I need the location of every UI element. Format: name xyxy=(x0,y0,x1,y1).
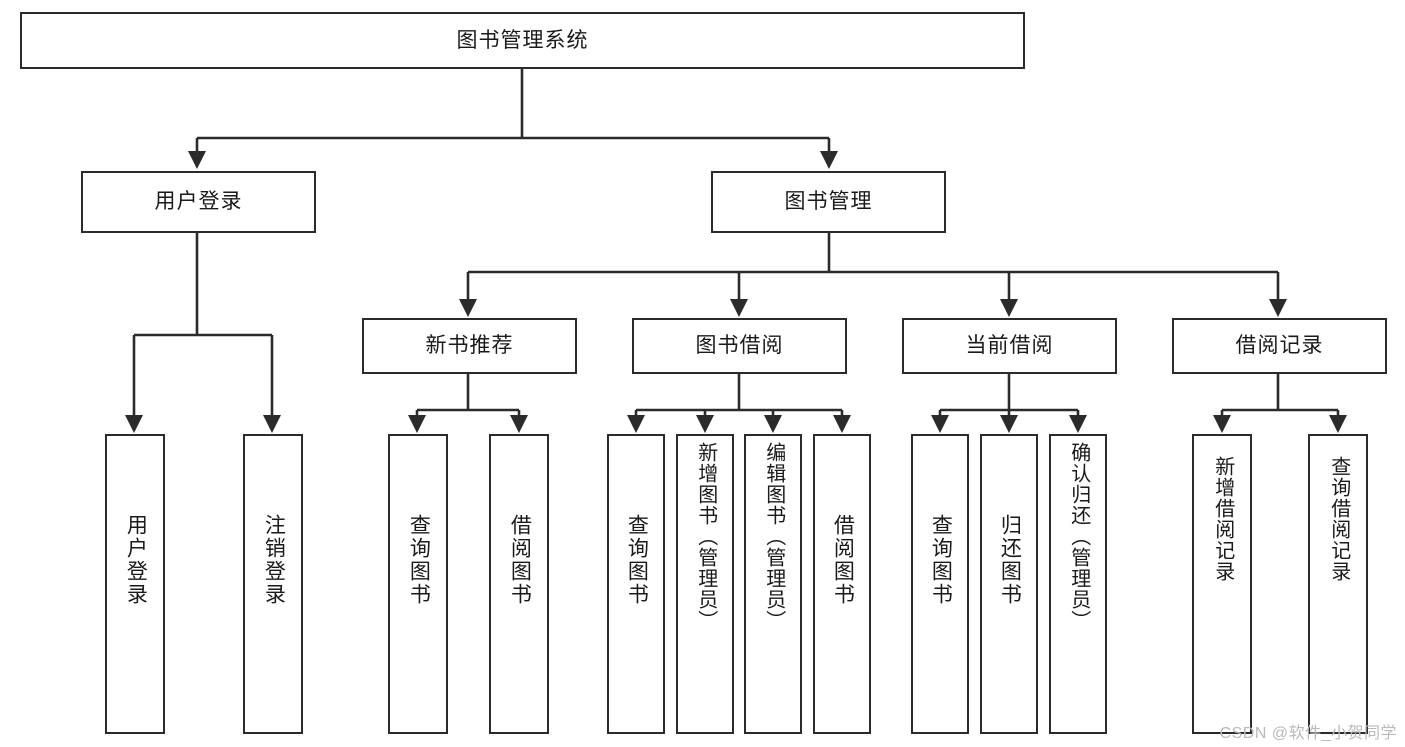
node-borrow-record-label: 借阅记录 xyxy=(1235,334,1324,358)
node-new-book-recommend[interactable]: 新书推荐 xyxy=(362,318,577,374)
node-book-manage[interactable]: 图书管理 xyxy=(711,171,946,233)
node-leaf-add-record[interactable]: 新增借阅记录 xyxy=(1192,434,1252,734)
node-leaf-return-book[interactable]: 归还图书 xyxy=(980,434,1038,734)
node-leaf-add-book-label: 新增图书（管理员） xyxy=(694,442,717,631)
node-leaf-confirm-return-label: 确认归还（管理员） xyxy=(1067,442,1090,631)
node-leaf-add-book[interactable]: 新增图书（管理员） xyxy=(676,434,734,734)
node-new-book-recommend-label: 新书推荐 xyxy=(425,334,514,358)
node-leaf-borrow-book-2[interactable]: 借阅图书 xyxy=(813,434,871,734)
node-current-borrow[interactable]: 当前借阅 xyxy=(902,318,1117,374)
node-book-borrow-label: 图书借阅 xyxy=(695,334,784,358)
node-leaf-query-book-3[interactable]: 查询图书 xyxy=(911,434,969,734)
node-leaf-query-book-2[interactable]: 查询图书 xyxy=(607,434,665,734)
node-leaf-edit-book-label: 编辑图书（管理员） xyxy=(762,442,785,631)
node-current-borrow-label: 当前借阅 xyxy=(965,334,1054,358)
node-leaf-logout-label: 注销登录 xyxy=(262,514,286,606)
node-leaf-confirm-return[interactable]: 确认归还（管理员） xyxy=(1049,434,1107,734)
node-user-login[interactable]: 用户登录 xyxy=(81,171,316,233)
node-leaf-borrow-book-1[interactable]: 借阅图书 xyxy=(489,434,549,734)
node-user-login-label: 用户登录 xyxy=(154,190,243,214)
node-leaf-query-book-1[interactable]: 查询图书 xyxy=(388,434,448,734)
node-root[interactable]: 图书管理系统 xyxy=(20,12,1025,69)
node-root-label: 图书管理系统 xyxy=(456,28,589,52)
node-leaf-add-record-label: 新增借阅记录 xyxy=(1211,456,1234,582)
node-leaf-logout[interactable]: 注销登录 xyxy=(243,434,303,734)
node-leaf-return-book-label: 归还图书 xyxy=(998,514,1022,606)
node-leaf-borrow-book-2-label: 借阅图书 xyxy=(831,514,855,606)
node-leaf-user-login[interactable]: 用户登录 xyxy=(105,434,165,734)
node-leaf-query-book-2-label: 查询图书 xyxy=(625,514,649,606)
node-book-manage-label: 图书管理 xyxy=(784,190,873,214)
node-book-borrow[interactable]: 图书借阅 xyxy=(632,318,847,374)
node-leaf-query-book-1-label: 查询图书 xyxy=(407,514,431,606)
node-leaf-borrow-book-1-label: 借阅图书 xyxy=(508,514,532,606)
node-leaf-user-login-label: 用户登录 xyxy=(124,514,148,606)
node-leaf-query-record-label: 查询借阅记录 xyxy=(1327,456,1350,582)
node-leaf-query-record[interactable]: 查询借阅记录 xyxy=(1308,434,1368,734)
node-leaf-query-book-3-label: 查询图书 xyxy=(929,514,953,606)
node-leaf-edit-book[interactable]: 编辑图书（管理员） xyxy=(744,434,802,734)
node-borrow-record[interactable]: 借阅记录 xyxy=(1172,318,1387,374)
